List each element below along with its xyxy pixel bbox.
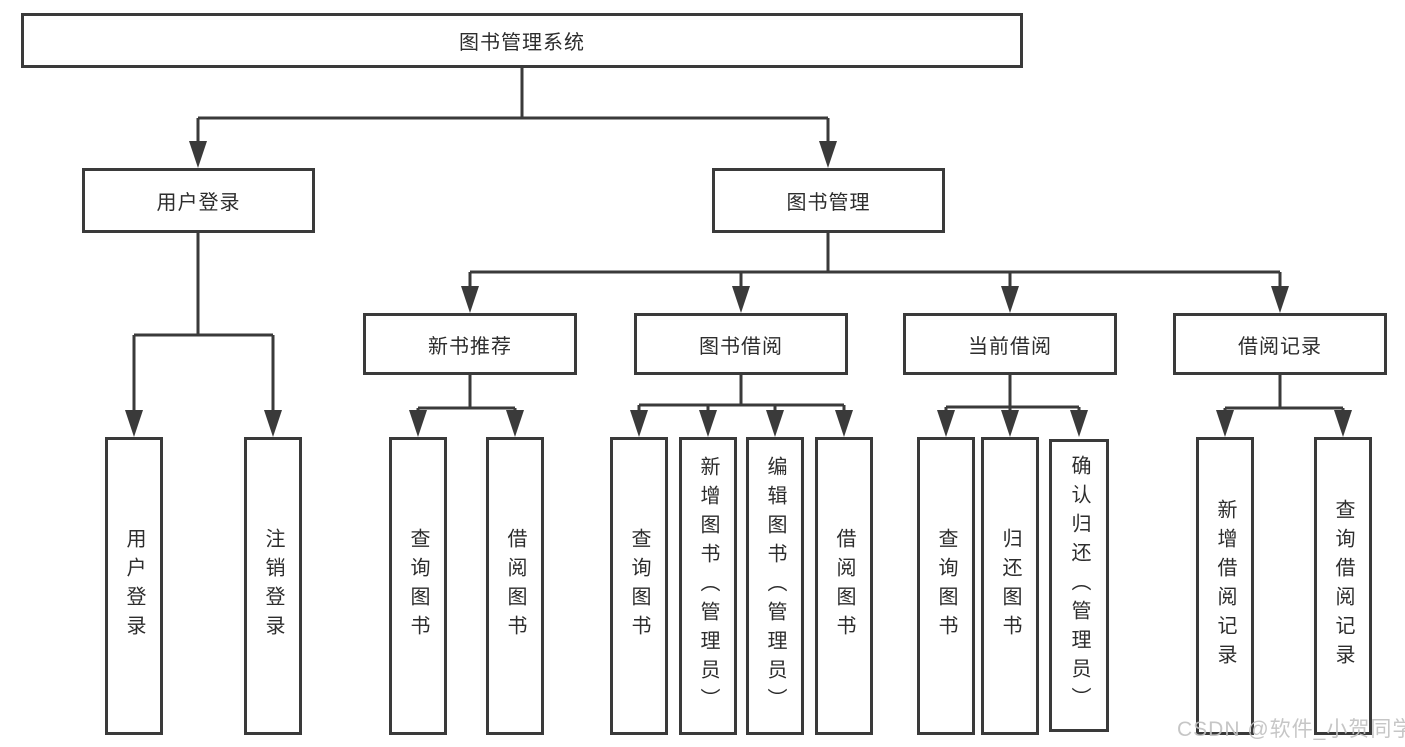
- node-borrow-records: 借阅记录: [1173, 313, 1387, 375]
- leaf-label: 借阅图书: [504, 528, 526, 644]
- node-book-borrow: 图书借阅: [634, 313, 848, 375]
- leaf-label: 查询图书: [935, 528, 957, 644]
- node-leaf-logout: 注销登录: [244, 437, 302, 735]
- leaf-label: 确认归还（管理员）: [1068, 455, 1090, 716]
- node-leaf-add-books-admin: 新增图书（管理员）: [679, 437, 737, 735]
- node-leaf-add-borrow-record: 新增借阅记录: [1196, 437, 1254, 735]
- leaf-label: 用户登录: [123, 528, 145, 644]
- node-leaf-borrow-books-1: 借阅图书: [486, 437, 544, 735]
- csdn-watermark: CSDN @软件_小贺同学: [1177, 718, 1405, 741]
- node-leaf-return-books: 归还图书: [981, 437, 1039, 735]
- leaf-label: 借阅图书: [833, 528, 855, 644]
- leaf-label: 注销登录: [262, 528, 284, 644]
- node-leaf-borrow-books-2: 借阅图书: [815, 437, 873, 735]
- leaf-label: 查询图书: [407, 528, 429, 644]
- node-library-management-system: 图书管理系统: [21, 13, 1023, 68]
- node-new-book-recommend: 新书推荐: [363, 313, 577, 375]
- node-leaf-edit-books-admin: 编辑图书（管理员）: [746, 437, 804, 735]
- node-leaf-confirm-return-admin: 确认归还（管理员）: [1049, 439, 1109, 732]
- leaf-label: 查询图书: [628, 528, 650, 644]
- node-leaf-user-login: 用户登录: [105, 437, 163, 735]
- leaf-label: 新增图书（管理员）: [697, 455, 719, 717]
- node-current-borrow: 当前借阅: [903, 313, 1117, 375]
- node-leaf-query-books-1: 查询图书: [389, 437, 447, 735]
- leaf-label: 查询借阅记录: [1332, 499, 1354, 673]
- node-leaf-query-books-2: 查询图书: [610, 437, 668, 735]
- node-book-management: 图书管理: [712, 168, 945, 233]
- leaf-label: 编辑图书（管理员）: [764, 455, 786, 717]
- node-leaf-query-borrow-record: 查询借阅记录: [1314, 437, 1372, 735]
- leaf-label: 归还图书: [999, 528, 1021, 644]
- node-user-login: 用户登录: [82, 168, 315, 233]
- node-leaf-query-books-3: 查询图书: [917, 437, 975, 735]
- leaf-label: 新增借阅记录: [1214, 499, 1236, 673]
